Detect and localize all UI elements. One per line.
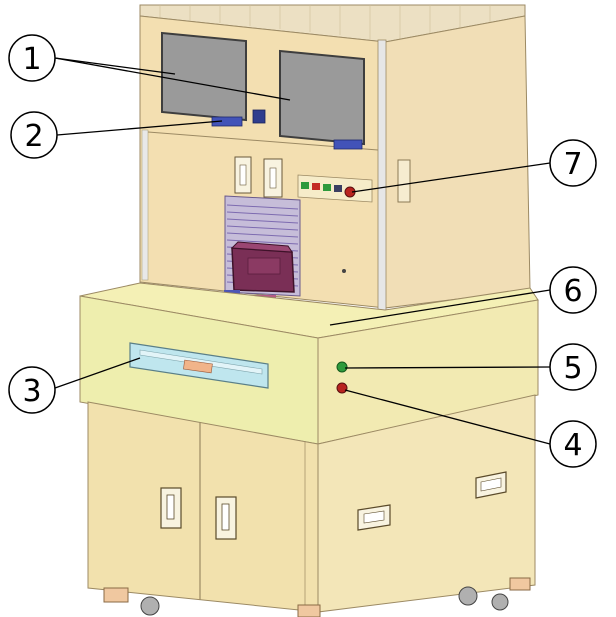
caster-1 — [140, 596, 160, 616]
panel-button-green-1 — [301, 182, 309, 189]
right-screen — [279, 49, 365, 146]
callout-5-label: 5 — [563, 351, 582, 386]
frame-column — [377, 39, 387, 311]
foot-3 — [509, 577, 531, 591]
base-cabinet — [87, 394, 536, 617]
door-handle-left-inner — [166, 494, 175, 520]
foot-1 — [103, 587, 129, 603]
red-button — [336, 382, 348, 394]
latch-right-inner — [269, 167, 277, 189]
caster-2 — [458, 586, 478, 606]
leader-lines — [54, 57, 551, 445]
caster-3 — [491, 593, 509, 611]
fixture-block-top — [230, 241, 293, 253]
loading-slot-inner — [139, 349, 263, 375]
left-screen — [161, 31, 247, 122]
side-handle — [397, 159, 411, 203]
callout-7: 7 — [549, 139, 597, 187]
callout-5: 5 — [549, 343, 597, 391]
callout-2: 2 — [10, 111, 58, 159]
callout-1: 1 — [8, 34, 56, 82]
side-handle-1-inner — [363, 510, 385, 524]
upper-cabinet — [139, 4, 531, 315]
callouts: 1 2 3 4 5 6 7 — [8, 34, 597, 468]
center-control — [252, 109, 266, 124]
callout-6-label: 6 — [563, 274, 582, 309]
callout-6: 6 — [549, 266, 597, 314]
panel-button-dark — [334, 185, 342, 192]
slot-label — [183, 359, 213, 374]
desk-side — [317, 299, 539, 445]
callout-4: 4 — [549, 420, 597, 468]
small-screw — [342, 269, 346, 273]
grille-lines — [159, 5, 491, 39]
fixture-inner — [247, 257, 281, 275]
frame-column-left — [141, 129, 149, 281]
callout-2-label: 2 — [24, 119, 43, 154]
panel-button-red-1 — [312, 183, 320, 190]
callout-4-label: 4 — [563, 428, 582, 463]
latch-left-inner — [239, 164, 247, 186]
callout-1-label: 1 — [22, 42, 41, 77]
callout-3: 3 — [8, 366, 56, 414]
callout-3-label: 3 — [22, 374, 41, 409]
side-handle-2-inner — [480, 477, 502, 492]
base-side — [317, 394, 536, 613]
right-keyboard — [333, 139, 363, 150]
callout-7-label: 7 — [563, 147, 582, 182]
foot-2 — [297, 604, 321, 617]
green-button — [336, 361, 348, 373]
panel-button-green-2 — [323, 184, 331, 191]
door-handle-right-inner — [221, 503, 230, 531]
work-desk — [79, 282, 539, 445]
